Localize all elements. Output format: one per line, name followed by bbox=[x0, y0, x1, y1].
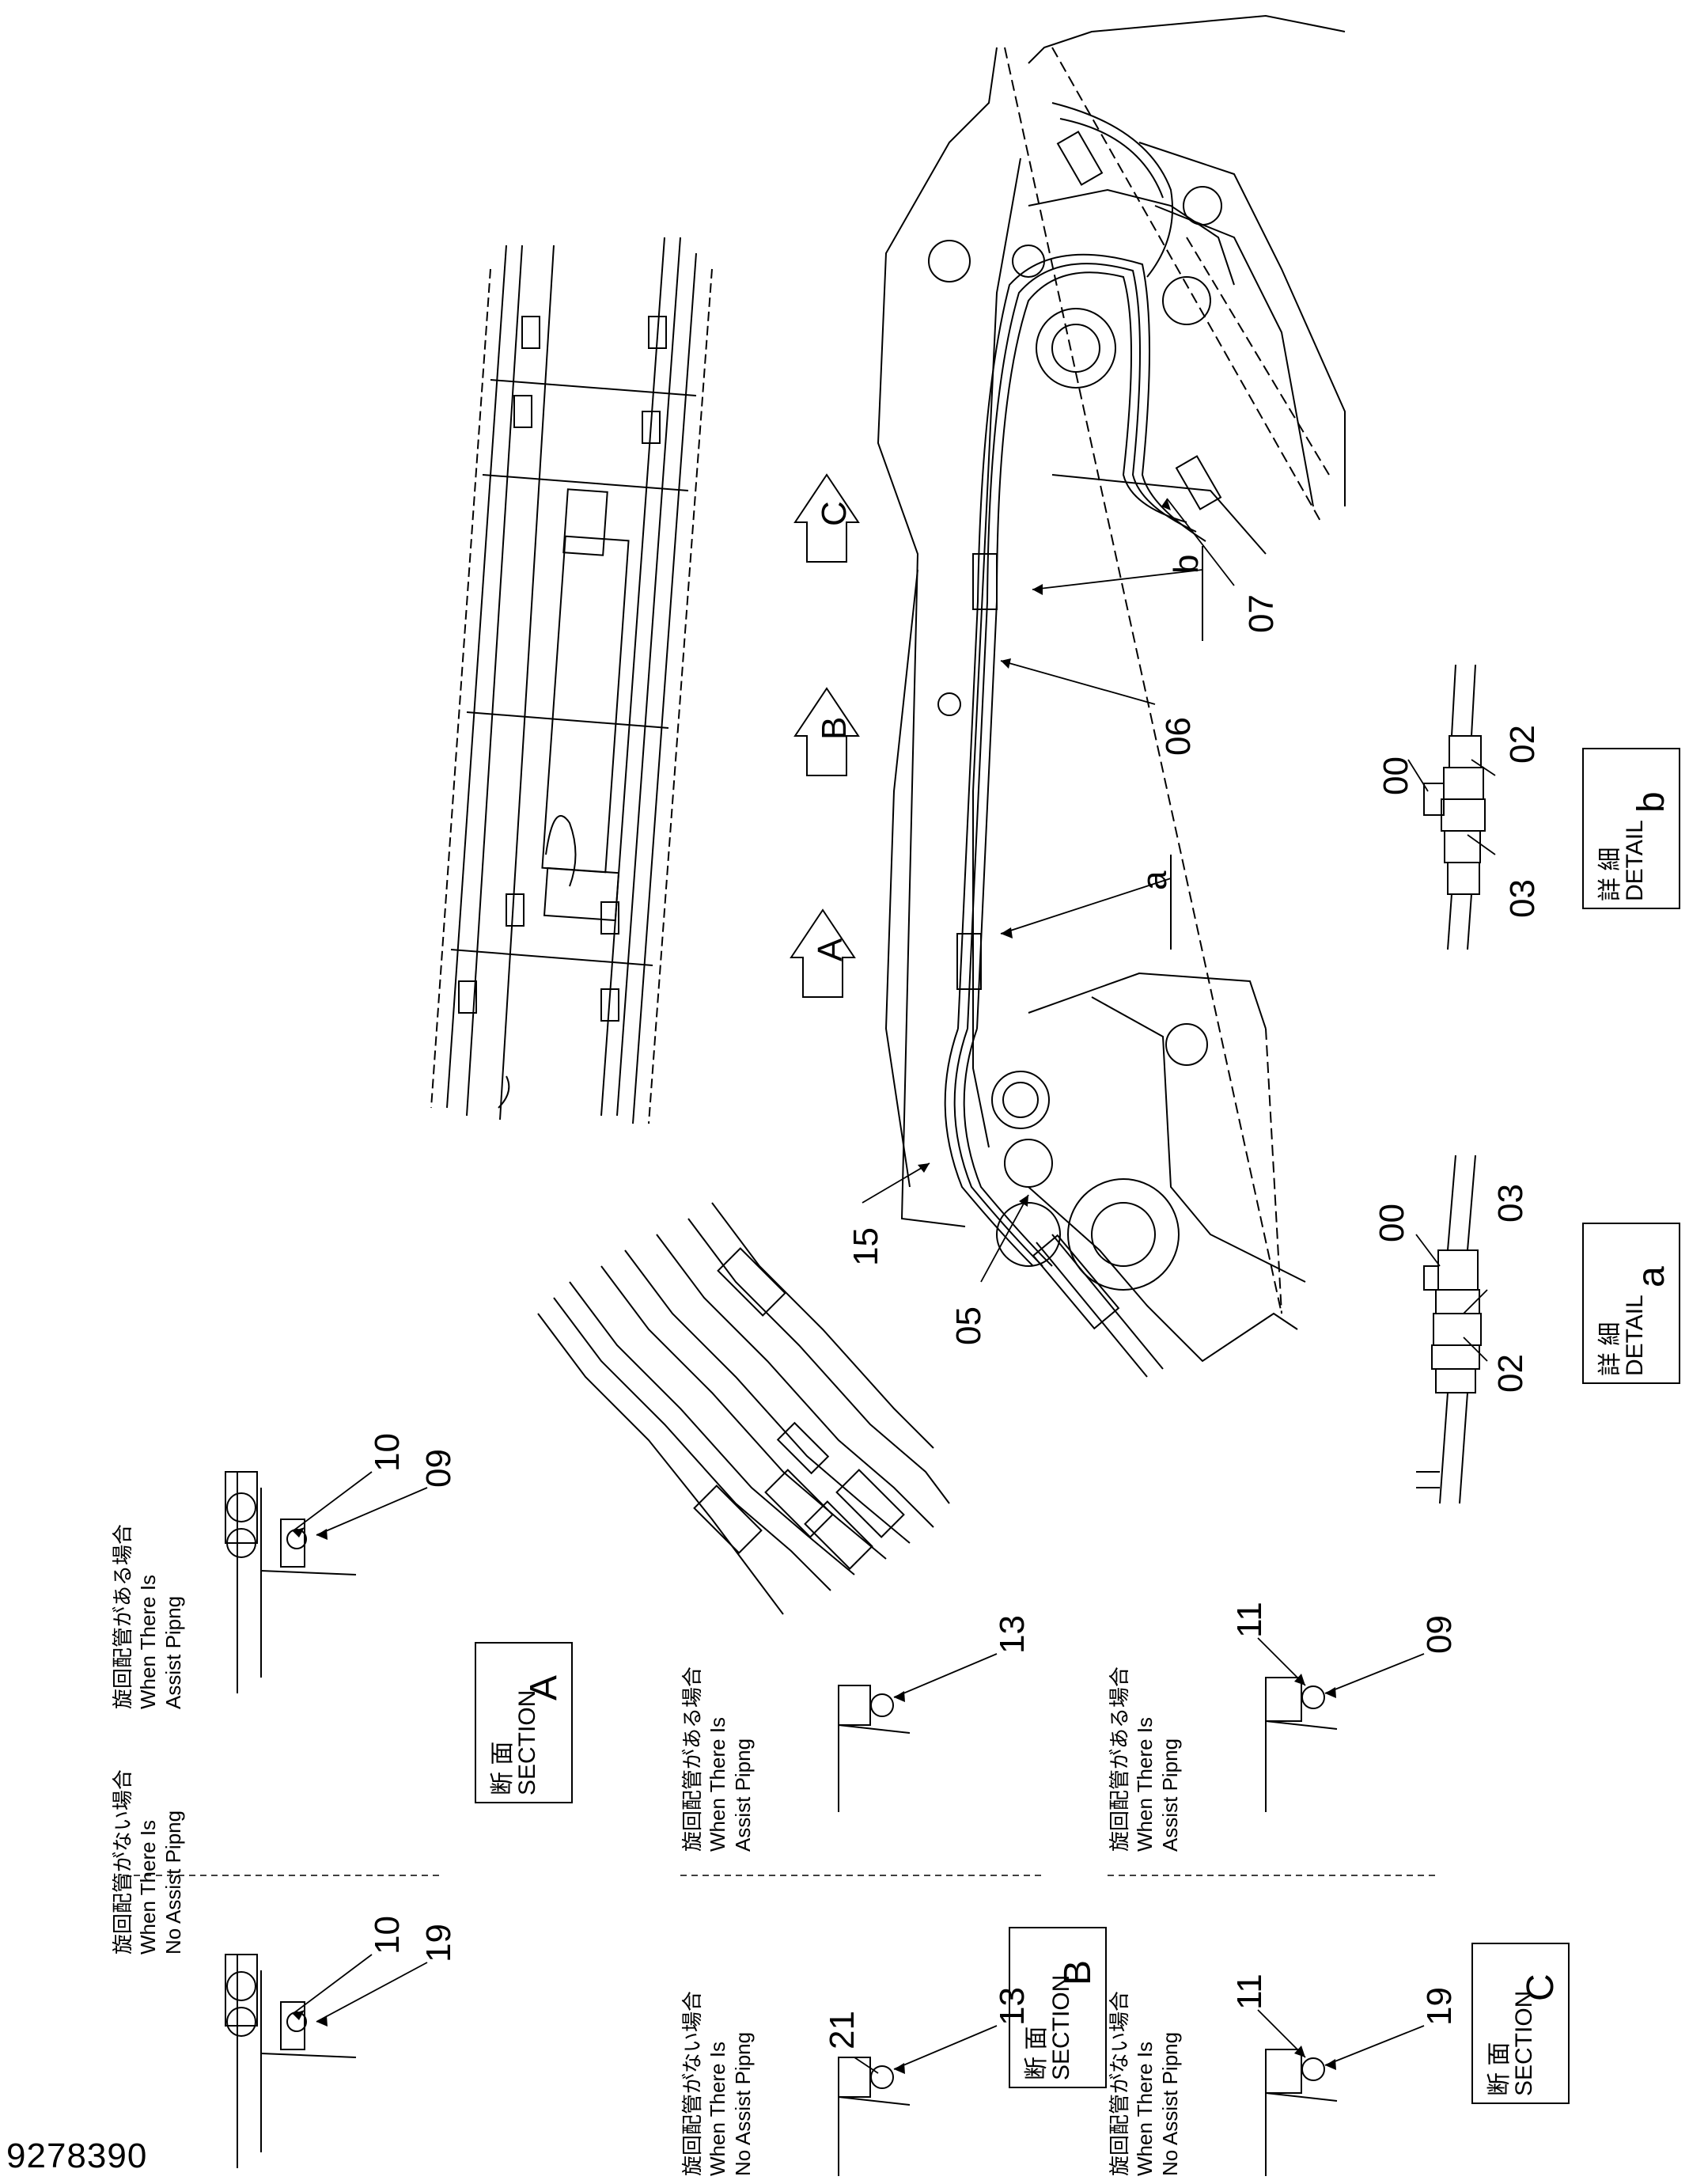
section-b-ja: 断 面 bbox=[1024, 2026, 1050, 2080]
part-label-07: 07 bbox=[1242, 594, 1281, 633]
section-b-without-ja: 旋回配管がない場合 bbox=[680, 1990, 704, 2176]
document-number: 9278390 bbox=[6, 2137, 148, 2175]
part-label-15: 15 bbox=[846, 1227, 885, 1266]
section-c-with-ja: 旋回配管がある場合 bbox=[1108, 1666, 1131, 1852]
section-a-without-en1: When There Is bbox=[136, 1819, 160, 1955]
part-label-10-sec-a-with: 10 bbox=[368, 1433, 407, 1472]
part-label-02-detail-a: 02 bbox=[1491, 1354, 1530, 1393]
section-b-en: SECTION bbox=[1048, 1974, 1074, 2080]
detail-b-drawing bbox=[1423, 664, 1486, 950]
section-c-letter: C bbox=[1520, 1974, 1562, 2001]
section-c-drawings bbox=[1108, 1677, 1440, 2176]
detail-b-en: DETAIL bbox=[1622, 820, 1648, 901]
section-b-title: 断 面 SECTION B bbox=[1009, 1927, 1107, 2088]
section-a-title: 断 面 SECTION A bbox=[475, 1642, 573, 1803]
section-c-ja: 断 面 bbox=[1486, 2042, 1513, 2096]
view-arrow-shapes bbox=[790, 473, 860, 998]
part-label-00-detail-b: 00 bbox=[1377, 756, 1415, 795]
part-label-19-sec-a-without: 19 bbox=[419, 1924, 458, 1962]
part-label-05: 05 bbox=[949, 1306, 988, 1345]
detail-b-callout: b bbox=[1167, 554, 1206, 574]
section-a-with-ja: 旋回配管がある場合 bbox=[111, 1523, 134, 1709]
part-label-11-sec-c-without: 11 bbox=[1230, 1974, 1269, 2010]
detail-a-callout: a bbox=[1135, 870, 1174, 890]
part-label-19-sec-c-without: 19 bbox=[1420, 1987, 1459, 2026]
section-a-drawings bbox=[123, 1471, 443, 2168]
part-label-09-sec-c-with: 09 bbox=[1420, 1615, 1459, 1654]
part-label-11-sec-c-with: 11 bbox=[1230, 1602, 1269, 1638]
detail-a-title: 詳 細 DETAIL a bbox=[1582, 1223, 1680, 1384]
section-b-letter: B bbox=[1057, 1959, 1099, 1985]
part-label-13-sec-b-without: 13 bbox=[993, 1987, 1032, 2026]
part-label-02-detail-b: 02 bbox=[1503, 725, 1542, 764]
part-label-03-detail-b: 03 bbox=[1503, 879, 1542, 918]
part-label-03-detail-a: 03 bbox=[1491, 1184, 1530, 1223]
section-b-with-en1: When There Is bbox=[706, 1716, 729, 1852]
section-a-without-en2: No Assist Pipng bbox=[161, 1810, 185, 1955]
section-b-without-en1: When There Is bbox=[706, 2041, 729, 2176]
section-c-with-en1: When There Is bbox=[1133, 1716, 1157, 1852]
detail-a-ja: 詳 細 bbox=[1597, 1321, 1623, 1376]
section-b-without-en2: No Assist Pipng bbox=[731, 2031, 755, 2176]
detail-b-letter: b bbox=[1630, 791, 1672, 813]
section-a-with-en1: When There Is bbox=[136, 1574, 160, 1709]
detail-a-drawing bbox=[1416, 1155, 1482, 1504]
detail-b-title: 詳 細 DETAIL b bbox=[1582, 748, 1680, 909]
part-label-09-sec-a-with: 09 bbox=[419, 1449, 458, 1488]
section-c-without-ja: 旋回配管がない場合 bbox=[1108, 1990, 1131, 2176]
part-label-21-sec-b-without: 21 bbox=[823, 2011, 862, 2049]
hose-bundle-view bbox=[537, 1202, 950, 1615]
section-a-ja: 断 面 bbox=[490, 1741, 516, 1795]
leader-lines bbox=[292, 498, 1496, 2074]
section-a-en: SECTION bbox=[514, 1689, 540, 1795]
part-label-06: 06 bbox=[1159, 717, 1198, 756]
detail-a-letter: a bbox=[1630, 1266, 1672, 1287]
section-b-with-ja: 旋回配管がある場合 bbox=[680, 1666, 704, 1852]
section-c-en: SECTION bbox=[1511, 1990, 1537, 2096]
section-a-letter: A bbox=[523, 1674, 565, 1701]
boom-assembly-view bbox=[877, 14, 1346, 1378]
section-a-without-ja: 旋回配管がない場合 bbox=[111, 1769, 134, 1955]
section-c-without-en1: When There Is bbox=[1133, 2041, 1157, 2176]
view-arrow-B: B bbox=[815, 716, 854, 740]
detail-b-ja: 詳 細 bbox=[1597, 847, 1623, 901]
part-label-13-sec-b-with: 13 bbox=[993, 1615, 1032, 1654]
arm-top-view bbox=[430, 237, 713, 1124]
detail-a-en: DETAIL bbox=[1622, 1295, 1648, 1376]
part-label-00-detail-a: 00 bbox=[1373, 1204, 1411, 1242]
section-b-with-en2: Assist Pipng bbox=[731, 1738, 755, 1852]
section-c-title: 断 面 SECTION C bbox=[1471, 1943, 1570, 2104]
view-arrow-A: A bbox=[811, 938, 850, 961]
section-c-with-en2: Assist Pipng bbox=[1158, 1738, 1182, 1852]
section-a-with-en2: Assist Pipng bbox=[161, 1595, 185, 1709]
section-c-without-en2: No Assist Pipng bbox=[1158, 2031, 1182, 2176]
view-arrow-C: C bbox=[815, 501, 854, 526]
part-label-10-sec-a-without: 10 bbox=[368, 1916, 407, 1955]
